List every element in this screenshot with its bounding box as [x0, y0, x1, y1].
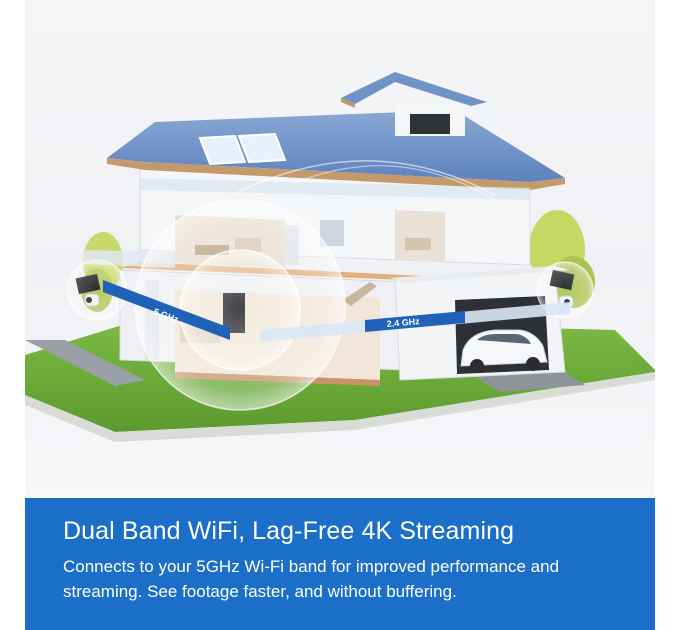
band-24ghz-label: 2.4 GHz — [386, 316, 420, 329]
feature-banner: Dual Band WiFi, Lag-Free 4K Streaming Co… — [25, 498, 655, 630]
band-24ghz: 2.4 GHz — [260, 302, 570, 342]
balcony-rail-upper — [140, 178, 530, 200]
dormer — [341, 72, 487, 136]
feature-description: Connects to your 5GHz Wi-Fi band for imp… — [63, 557, 560, 601]
car — [460, 329, 548, 373]
house-wifi-illustration: 5 GHz 2.4 GHz — [25, 0, 655, 498]
garden-path — [25, 340, 145, 386]
feature-title: Dual Band WiFi, Lag-Free 4K Streaming — [63, 517, 515, 545]
